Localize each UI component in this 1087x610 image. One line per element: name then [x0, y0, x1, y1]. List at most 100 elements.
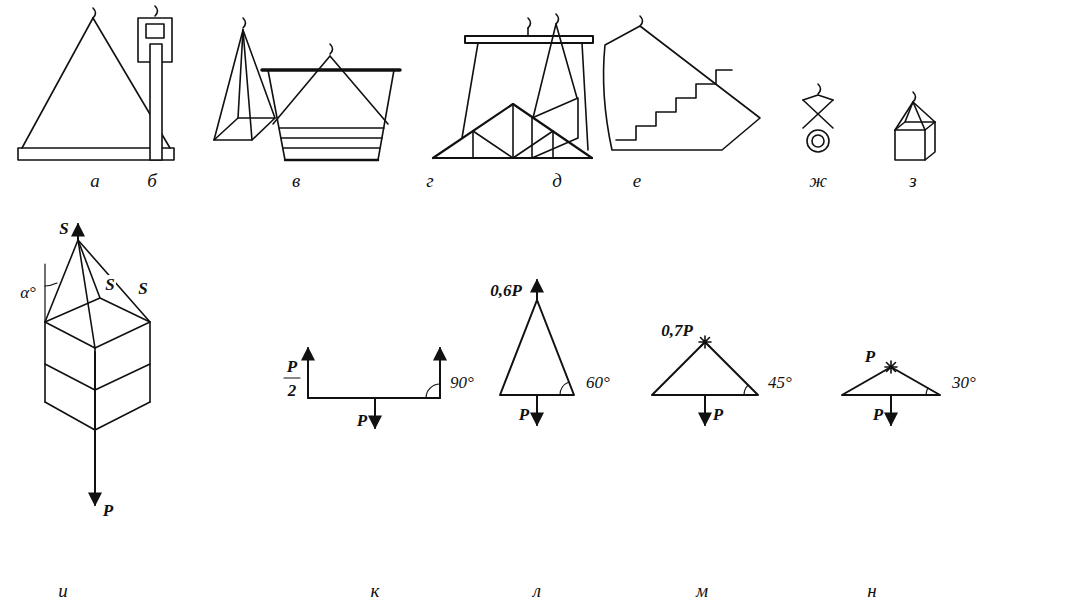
force-scheme-60: [536, 280, 538, 300]
pyramid-sling: [214, 18, 275, 140]
choke-hitch: [807, 130, 829, 152]
force-scheme-30: [842, 361, 940, 425]
figure-letter: з: [908, 170, 917, 191]
four-leg-sling: [77, 224, 79, 240]
label-holder: P: [286, 357, 298, 376]
truss-traverse: [462, 43, 478, 138]
angle-label: 90°: [449, 373, 475, 392]
panel-sling: [533, 24, 556, 118]
figure-letter: и: [57, 580, 69, 601]
cube-sling: [913, 102, 925, 130]
column-grip: [146, 24, 164, 38]
label-holder: 0,7P: [660, 321, 694, 340]
force-scheme-90: [439, 348, 441, 398]
force-scheme-45: [652, 342, 758, 395]
force-scheme-45: [744, 385, 748, 395]
pyramid-sling: [214, 30, 243, 140]
column-grip: [150, 44, 162, 160]
cube-sling: [895, 92, 935, 160]
label-holder: P: [712, 405, 724, 424]
figure-letter: е: [632, 170, 642, 191]
four-leg-sling: [44, 322, 46, 402]
force-label: S: [104, 275, 115, 294]
four-leg-sling: [94, 352, 96, 505]
bucket-sling: [268, 70, 285, 160]
force-label: P: [286, 357, 298, 376]
force-label: P: [864, 347, 876, 366]
force-scheme-45: [699, 336, 711, 348]
figure-letter: д: [551, 170, 563, 191]
column-grip: [155, 6, 158, 16]
force-label: 0,6P: [489, 281, 523, 300]
label-holder: S: [104, 275, 115, 294]
force-scheme-30: [885, 361, 897, 373]
choke-hitch: [803, 100, 833, 128]
bucket-sling: [262, 44, 400, 160]
figure-letter: ж: [808, 170, 828, 191]
bucket-sling: [330, 56, 388, 124]
bucket-sling: [273, 56, 330, 124]
label-holder: д: [551, 170, 563, 191]
truss-traverse: [472, 131, 474, 158]
four-leg-sling: [44, 264, 45, 322]
label-holder: и: [57, 580, 69, 601]
force-scheme-90: [374, 398, 376, 428]
label-holder: г: [425, 170, 434, 191]
label-holder: е: [632, 170, 642, 191]
force-label: S: [137, 279, 148, 298]
four-leg-sling: [45, 402, 150, 430]
stair-flight: [604, 26, 760, 150]
truss-traverse: [433, 18, 593, 158]
panel-sling: [532, 98, 578, 158]
cube-sling: [913, 92, 916, 102]
pyramid-sling: [243, 30, 275, 118]
label-holder: л: [532, 580, 542, 601]
choke-hitch: [818, 84, 821, 94]
label-holder: P: [356, 411, 368, 430]
cube-sling: [895, 130, 925, 160]
stair-flight: [640, 16, 643, 26]
choke-hitch: [803, 84, 833, 152]
label-holder: ж: [808, 170, 828, 191]
label-holder: 45°: [767, 373, 793, 392]
truss-traverse: [552, 131, 554, 158]
four-leg-sling: [45, 298, 150, 348]
force-label: P: [102, 501, 114, 520]
truss-traverse: [465, 36, 593, 43]
label-holder: P: [872, 405, 884, 424]
four-leg-sling: [45, 283, 57, 286]
figure-letter: к: [370, 580, 381, 601]
force-scheme-60: [560, 382, 569, 395]
bucket-sling: [281, 137, 382, 139]
cube-sling: [913, 102, 935, 122]
force-scheme-90: [284, 377, 300, 378]
force-label: P: [356, 411, 368, 430]
column-grip: [138, 6, 172, 160]
label-holder: S: [137, 279, 148, 298]
force-label: 2: [287, 381, 298, 400]
cube-sling: [925, 122, 935, 160]
label-holder: P: [518, 405, 530, 424]
force-scheme-90: [307, 348, 309, 398]
figure-letter: м: [695, 580, 709, 601]
choke-hitch: [803, 95, 833, 100]
panel-sling: [532, 14, 578, 158]
label-holder: 0,6P: [489, 281, 523, 300]
label-holder: б: [146, 170, 158, 191]
label-holder: 90°: [449, 373, 475, 392]
label-holder: н: [866, 580, 877, 601]
bucket-sling: [283, 147, 380, 149]
truss-traverse: [527, 28, 529, 36]
force-scheme-30: [926, 388, 928, 395]
figure-letter: г: [425, 170, 434, 191]
bucket-sling: [330, 44, 333, 54]
label-holder: S: [58, 219, 69, 238]
four-leg-sling: [45, 364, 150, 390]
label-holder: м: [695, 580, 709, 601]
choke-hitch: [803, 100, 833, 128]
truss-traverse: [473, 131, 513, 158]
truss-traverse: [528, 18, 531, 28]
angle-label: α°: [19, 283, 37, 302]
